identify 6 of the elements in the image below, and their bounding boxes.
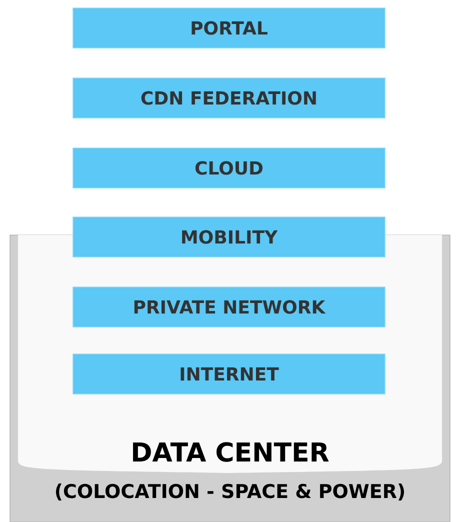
layer-box: CLOUD — [72, 148, 386, 188]
layer-box: PRIVATE NETWORK — [72, 286, 386, 328]
layer-box: CDN FEDERATION — [72, 78, 386, 118]
layer-box: PORTAL — [72, 8, 386, 48]
layer-box: INTERNET — [72, 354, 386, 394]
layer-box: MOBILITY — [72, 216, 386, 258]
